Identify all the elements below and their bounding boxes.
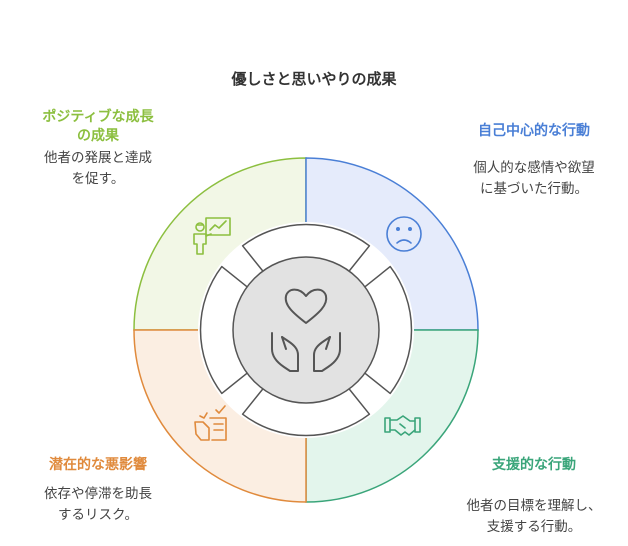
quadrant-top-right-desc-line2: に基づいた行動。: [480, 181, 588, 197]
heart-in-hands-icon: [271, 288, 341, 372]
quadrant-bottom-right-desc-line2: 支援する行動。: [486, 519, 582, 535]
quadrant-bottom-left-desc-line1: 依存や停滞を助長: [44, 486, 152, 502]
quadrant-top-right-description: 個人的な感情や欲望 に基づいた行動。: [440, 158, 628, 200]
diagram-title: 優しさと思いやりの成果: [231, 70, 397, 88]
quadrant-top-right-desc-line1: 個人的な感情や欲望: [473, 160, 595, 176]
quadrant-top-left-title-line1: ポジティブな成長: [42, 109, 154, 125]
quadrant-top-right-title: 自己中心的な行動: [478, 123, 590, 139]
quadrant-bottom-right-description: 他者の目標を理解し、 支援する行動。: [440, 496, 628, 538]
quadrant-top-left-desc-line1: 他者の発展と達成: [44, 150, 152, 166]
handshake-icon: [384, 415, 421, 436]
checklist-hand-icon: [194, 405, 227, 441]
quadrant-bottom-left-title: 潜在的な悪影響: [49, 457, 147, 473]
quadrant-top-left-title: ポジティブな成長 の成果: [0, 108, 196, 146]
quadrant-bottom-right-desc-line1: 他者の目標を理解し、: [466, 498, 602, 514]
quadrant-bottom-right-title: 支援的な行動: [492, 457, 576, 473]
sad-face-icon: [386, 216, 422, 252]
quadrant-top-left-title-line2: の成果: [77, 128, 119, 144]
quadrant-top-left-description: 他者の発展と達成 を促す。: [0, 148, 196, 190]
teacher-presentation-icon: [193, 217, 231, 255]
quadrant-bottom-left-description: 依存や停滞を助長 するリスク。: [0, 484, 196, 526]
quadrant-bottom-left-desc-line2: するリスク。: [58, 507, 138, 523]
inner-ring: [199, 223, 413, 437]
quadrant-top-left-desc-line2: を促す。: [71, 171, 125, 187]
center-circle: [232, 256, 380, 404]
